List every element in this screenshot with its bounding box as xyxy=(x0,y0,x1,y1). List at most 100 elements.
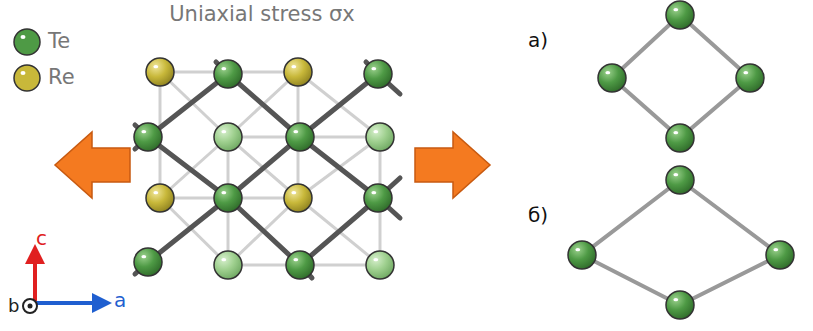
atom-sphere xyxy=(366,251,394,279)
atom xyxy=(364,60,392,88)
atom-sphere xyxy=(134,123,162,151)
atom-sphere xyxy=(214,251,242,279)
atom-highlight xyxy=(153,65,158,68)
atom-sphere xyxy=(284,184,312,212)
atom-sphere xyxy=(366,123,394,151)
atom xyxy=(666,1,694,29)
atom xyxy=(284,184,312,212)
atom-highlight xyxy=(773,248,778,251)
te-bond xyxy=(300,198,378,265)
axis-label: a xyxy=(114,290,126,310)
atom xyxy=(146,184,174,212)
atom xyxy=(598,64,626,92)
atom xyxy=(286,123,314,151)
legend-swatch xyxy=(14,29,40,55)
atom-highlight xyxy=(673,173,678,176)
atom-sphere xyxy=(666,1,694,29)
atom-sphere xyxy=(666,166,694,194)
legend-text: Re xyxy=(48,67,75,88)
atom-highlight xyxy=(673,8,678,11)
atom xyxy=(284,58,312,86)
atom-sphere xyxy=(146,184,174,212)
atom-sphere xyxy=(146,58,174,86)
atom-highlight xyxy=(293,130,298,133)
panel-label: б) xyxy=(528,205,548,225)
atom-sphere xyxy=(214,60,242,88)
legend-swatch xyxy=(14,65,40,91)
atom xyxy=(666,124,694,152)
atom-sphere xyxy=(736,64,764,92)
diagram-title: Uniaxial stress σx xyxy=(169,4,355,25)
atom-sphere xyxy=(286,123,314,151)
axis-out-of-plane xyxy=(23,299,37,313)
atom-sphere xyxy=(284,58,312,86)
atom-sphere xyxy=(666,291,694,319)
atom-sphere xyxy=(364,184,392,212)
te-bond xyxy=(300,74,378,137)
te-bond xyxy=(300,137,378,198)
axis-label: c xyxy=(36,228,47,248)
atom-highlight xyxy=(673,131,678,134)
atom xyxy=(736,64,764,92)
axis-dot xyxy=(28,304,33,309)
atom xyxy=(366,251,394,279)
atom-highlight xyxy=(21,71,26,75)
atom-sphere xyxy=(666,124,694,152)
axis-label: b xyxy=(8,297,19,315)
atom xyxy=(366,123,394,151)
axis-arrow xyxy=(35,301,108,305)
atom-highlight xyxy=(605,71,610,74)
legend-swatch xyxy=(14,65,40,91)
atom xyxy=(766,241,794,269)
atom-highlight xyxy=(673,298,678,301)
atom-highlight xyxy=(371,67,376,70)
lattice-bonds xyxy=(135,62,400,278)
atom-highlight xyxy=(373,258,378,261)
atom-highlight xyxy=(293,258,298,261)
atom xyxy=(286,251,314,279)
atom xyxy=(146,58,174,86)
atom-sphere xyxy=(766,241,794,269)
atom-highlight xyxy=(153,191,158,194)
lattice-atoms xyxy=(134,58,394,279)
atom-highlight xyxy=(371,191,376,194)
atom-highlight xyxy=(743,71,748,74)
atom-highlight xyxy=(141,130,146,133)
atom xyxy=(666,291,694,319)
atom-highlight xyxy=(291,191,296,194)
atom xyxy=(568,241,596,269)
atom-highlight xyxy=(141,255,146,258)
atom-highlight xyxy=(291,65,296,68)
atom-highlight xyxy=(221,67,226,70)
atom-sphere xyxy=(214,184,242,212)
atom-highlight xyxy=(575,248,580,251)
atom-sphere xyxy=(568,241,596,269)
atom-sphere xyxy=(598,64,626,92)
atom-highlight xyxy=(221,191,226,194)
atom-sphere xyxy=(364,60,392,88)
atom-sphere xyxy=(134,248,162,276)
stress-arrow xyxy=(415,132,490,198)
atom-sphere xyxy=(286,251,314,279)
atom xyxy=(134,123,162,151)
atom-sphere xyxy=(214,123,242,151)
legend-text: Te xyxy=(48,31,70,52)
atom-highlight xyxy=(21,35,26,39)
bond-diamond xyxy=(612,15,750,138)
bond-diamond xyxy=(582,180,780,305)
atom-highlight xyxy=(221,258,226,261)
atom-highlight xyxy=(373,130,378,133)
atom xyxy=(134,248,162,276)
axis-arrow xyxy=(33,248,37,303)
atom xyxy=(214,184,242,212)
atom xyxy=(214,60,242,88)
panel-label: а) xyxy=(528,30,548,50)
legend-swatch xyxy=(14,29,40,55)
atom xyxy=(214,251,242,279)
bond-diamonds xyxy=(568,1,794,319)
atom xyxy=(214,123,242,151)
atom-highlight xyxy=(221,130,226,133)
atom xyxy=(364,184,392,212)
atom xyxy=(666,166,694,194)
